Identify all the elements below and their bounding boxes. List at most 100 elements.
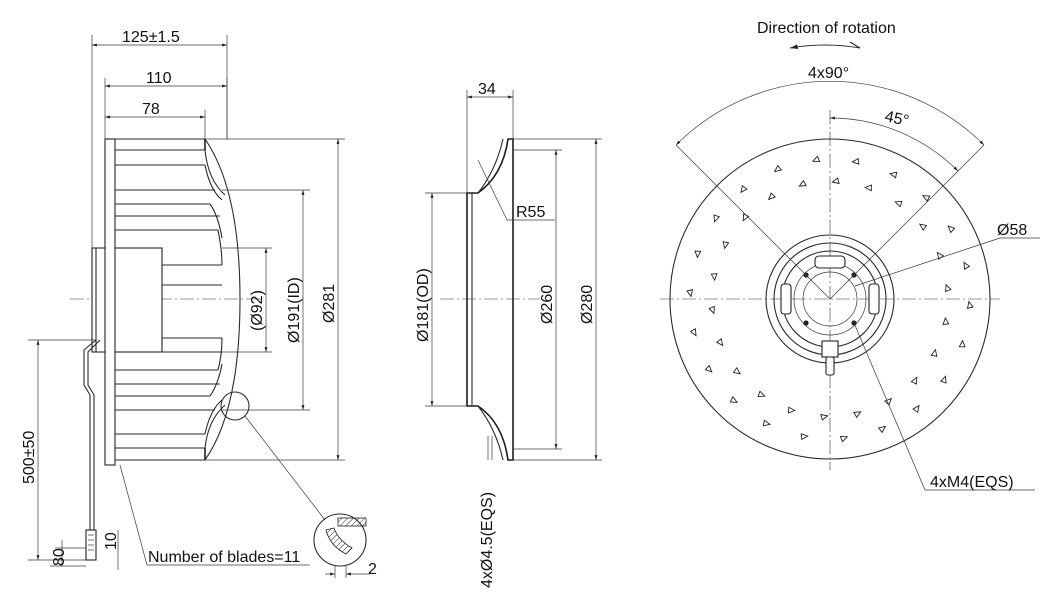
angle-45 bbox=[829, 116, 959, 172]
blade-slot bbox=[740, 184, 748, 194]
r55-leader bbox=[477, 159, 508, 221]
blade-slot bbox=[966, 300, 974, 309]
label-hub-58: Ø58 bbox=[997, 222, 1027, 239]
label-cable-80: 80 bbox=[51, 548, 68, 566]
side-view bbox=[28, 35, 370, 578]
label-ring-holes: 4xØ4.5(EQS) bbox=[479, 492, 496, 588]
blade-slot bbox=[883, 397, 893, 406]
hub-slot-right bbox=[868, 283, 880, 315]
blade-slot bbox=[921, 195, 931, 202]
blade-slot bbox=[853, 411, 862, 419]
detail-view bbox=[313, 513, 370, 578]
label-detail-2: 2 bbox=[368, 561, 377, 578]
detail-marker bbox=[220, 391, 250, 421]
blade-slot bbox=[767, 192, 777, 201]
label-blades: Number of blades=11 bbox=[148, 549, 300, 566]
detail-leader bbox=[244, 415, 326, 521]
blades-leader bbox=[119, 464, 148, 566]
blade-slot bbox=[894, 200, 903, 208]
blade-slot bbox=[713, 214, 721, 223]
rotation-arrow bbox=[789, 41, 861, 49]
blade-slot bbox=[773, 164, 783, 173]
front-view bbox=[660, 41, 1040, 491]
ring-profile bbox=[466, 138, 514, 461]
inlet-ring-view bbox=[425, 90, 602, 461]
blade-slot bbox=[877, 425, 887, 434]
label-ring-260: Ø260 bbox=[539, 285, 556, 324]
label-cable-10: 10 bbox=[103, 532, 120, 550]
blade-slot bbox=[910, 376, 918, 385]
dim-ring-280 bbox=[513, 138, 602, 461]
dim-cable-80 bbox=[50, 540, 86, 567]
dim-inner-191 bbox=[222, 189, 310, 411]
blade-slot bbox=[715, 337, 724, 347]
blade-slot bbox=[888, 171, 898, 179]
blade-slot bbox=[798, 179, 807, 187]
m4-leader bbox=[853, 322, 926, 491]
hub-slot-top bbox=[814, 255, 846, 269]
blade-slot bbox=[939, 375, 947, 384]
label-angle-45: 45° bbox=[883, 108, 910, 130]
blade-slot bbox=[942, 316, 950, 325]
blade-slot bbox=[820, 413, 829, 421]
blade-slot bbox=[851, 157, 860, 165]
blade-slot bbox=[945, 283, 952, 293]
blade-slot bbox=[912, 404, 920, 414]
blade-slot bbox=[918, 223, 928, 232]
blade-slot bbox=[788, 406, 796, 414]
cable-outlet bbox=[821, 340, 839, 358]
label-rotation: Direction of rotation bbox=[757, 20, 896, 37]
dim-cable-500 bbox=[28, 339, 96, 561]
label-ring-r55: R55 bbox=[516, 204, 545, 221]
dim-width-110 bbox=[104, 78, 228, 139]
back-plate bbox=[104, 138, 116, 466]
blade-slot bbox=[732, 366, 742, 375]
label-ring-280: Ø280 bbox=[579, 285, 596, 324]
blade-slots bbox=[686, 155, 974, 443]
motor-hub bbox=[91, 247, 163, 353]
angle-4x90 bbox=[675, 80, 985, 300]
label-width-78: 78 bbox=[142, 101, 160, 118]
blade-slot bbox=[704, 364, 713, 373]
label-angle-4x90: 4x90° bbox=[808, 65, 849, 82]
blade-slot bbox=[757, 390, 766, 398]
dim-width-78 bbox=[105, 110, 206, 139]
bolt-hole-3 bbox=[803, 320, 809, 326]
ring-curve-top bbox=[477, 138, 504, 194]
cable-gland bbox=[825, 356, 835, 376]
label-hub-92: (Ø92) bbox=[249, 290, 266, 331]
label-overall-width: 125±1.5 bbox=[122, 29, 180, 46]
label-threads: 4xM4(EQS) bbox=[930, 474, 1014, 491]
dim-outer-281 bbox=[205, 138, 345, 461]
blade-slot bbox=[958, 339, 966, 348]
label-inner-191: Ø191(ID) bbox=[286, 277, 303, 343]
dim-ring-34 bbox=[466, 90, 514, 193]
blade-slot bbox=[811, 155, 821, 163]
blade-slot bbox=[762, 419, 772, 427]
label-width-110: 110 bbox=[146, 70, 172, 87]
blade-slot bbox=[729, 395, 739, 403]
label-cable-500: 500±50 bbox=[21, 431, 38, 484]
blade-slot bbox=[831, 177, 840, 185]
blade-slot bbox=[963, 261, 971, 270]
blade-slot bbox=[864, 184, 872, 192]
blade-slot bbox=[710, 273, 718, 282]
hub58-leader bbox=[854, 237, 1001, 287]
blade-slot bbox=[689, 328, 697, 337]
label-outer-281: Ø281 bbox=[321, 284, 338, 323]
blade-slot bbox=[722, 241, 730, 250]
label-ring-od: Ø181(OD) bbox=[415, 268, 432, 342]
label-ring-34: 34 bbox=[478, 81, 496, 98]
blade-slot bbox=[694, 250, 702, 259]
blade-slot bbox=[708, 305, 715, 315]
dim-ring-od bbox=[425, 192, 467, 407]
hub-slot-left bbox=[780, 283, 792, 315]
blade-slot bbox=[947, 225, 956, 234]
blade-stack bbox=[115, 138, 241, 461]
cable bbox=[83, 339, 101, 561]
dim-hub-92 bbox=[222, 247, 272, 353]
blade-slot bbox=[800, 433, 809, 441]
ring-curve-bottom bbox=[477, 405, 504, 461]
blade-slot bbox=[839, 435, 849, 443]
